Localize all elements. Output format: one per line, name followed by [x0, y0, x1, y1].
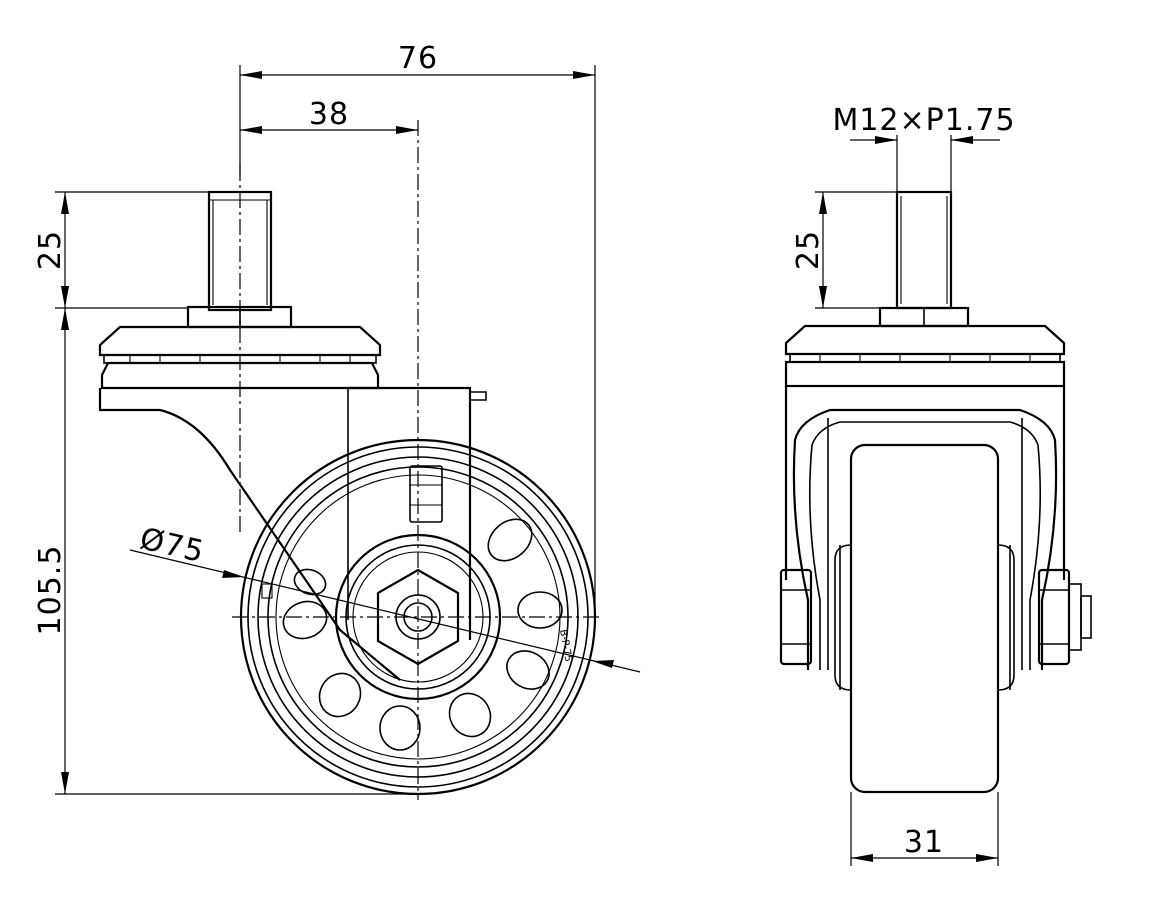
label-31: 31 — [904, 825, 944, 860]
wheel-front — [834, 443, 1015, 794]
axle-nuts-front — [779, 568, 1092, 666]
label-105-5: 105.5 — [33, 545, 68, 636]
threaded-stem-front — [895, 190, 953, 310]
dim-total-height: 105.5 — [33, 308, 418, 795]
dim-wheel-width: 31 — [850, 792, 999, 866]
dim-thread: M12×P1.75 — [832, 103, 1015, 192]
fork-front — [784, 386, 1066, 670]
dim-stem-front: 25 — [791, 191, 897, 309]
wheel-spokes — [282, 518, 563, 751]
front-view: M12×P1.75 25 31 — [779, 103, 1092, 866]
label-diameter: Ø75 — [137, 521, 208, 570]
axle-nut — [376, 568, 460, 666]
dim-overall-width: 76 — [239, 41, 596, 617]
side-view: B-P-75 76 38 25 — [33, 41, 641, 800]
dim-offset: 38 — [240, 97, 418, 134]
label-25-side: 25 — [33, 230, 68, 270]
label-38: 38 — [309, 97, 349, 132]
swivel-plate-front — [784, 324, 1066, 388]
label-76: 76 — [398, 41, 438, 76]
dim-stem-side: 25 — [33, 191, 209, 309]
fork-leg — [98, 386, 487, 681]
label-thread: M12×P1.75 — [832, 103, 1015, 138]
wheel-marking: B-P-75 — [557, 629, 573, 663]
label-25-front: 25 — [791, 230, 826, 270]
